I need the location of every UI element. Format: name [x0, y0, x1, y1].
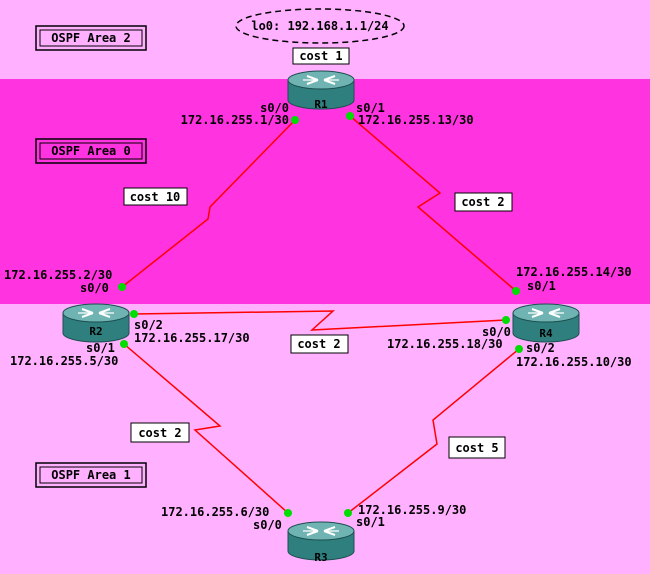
- link-r2-r4: [133, 310, 507, 331]
- r1-s01-label: s0/1: [356, 101, 385, 115]
- port-r1-s00: [291, 116, 299, 124]
- cost-box-r1-r2: cost 10: [123, 187, 188, 206]
- r2-s00-ip: 172.16.255.2/30: [4, 268, 112, 282]
- area-1-label: OSPF Area 1: [35, 462, 147, 488]
- r1-s00-ip: 172.16.255.1/30: [181, 113, 289, 127]
- r4-s02-ip: 172.16.255.10/30: [516, 355, 632, 369]
- r3-s01-label: s0/1: [356, 515, 385, 529]
- port-r1-s01: [346, 112, 354, 120]
- area-2-background: [0, 0, 650, 79]
- link-r1-r2: [121, 119, 296, 288]
- r1-s00-label: s0/0: [260, 101, 289, 115]
- link-r4-r3: [347, 348, 520, 514]
- area-0-label: OSPF Area 0: [35, 138, 147, 164]
- area-2-label: OSPF Area 2: [35, 25, 147, 51]
- r3-s00-label: s0/0: [253, 518, 282, 532]
- cost-label: cost 2: [461, 195, 504, 209]
- r2-s00-label: s0/0: [80, 281, 109, 295]
- port-r2-s02: [130, 310, 138, 318]
- port-r3-s01: [344, 509, 352, 517]
- link-r1-r4: [349, 115, 517, 292]
- area-2-text: OSPF Area 2: [51, 31, 130, 45]
- cost-label: cost 10: [130, 190, 181, 204]
- port-r4-s00: [502, 316, 510, 324]
- r4-s00-label: s0/0: [482, 325, 511, 339]
- r1-s01-ip: 172.16.255.13/30: [358, 113, 474, 127]
- cost-box-r2-r3: cost 2: [130, 422, 190, 443]
- router-r2-label: R2: [89, 325, 102, 338]
- port-r4-s01: [512, 287, 520, 295]
- link-r2-r3: [123, 343, 289, 514]
- r2-s02-ip: 172.16.255.17/30: [134, 331, 250, 345]
- area-0-text: OSPF Area 0: [51, 144, 130, 158]
- port-r2-s01: [120, 340, 128, 348]
- area-0-background: [0, 79, 650, 304]
- r2-s02-label: s0/2: [134, 318, 163, 332]
- r2-s01-ip: 172.16.255.5/30: [10, 354, 118, 368]
- loopback-cloud: lo0: 192.168.1.1/24: [235, 8, 405, 44]
- cost-label: cost 2: [297, 337, 340, 351]
- r3-s01-ip: 172.16.255.9/30: [358, 503, 466, 517]
- r4-s01-ip: 172.16.255.14/30: [516, 265, 632, 279]
- r4-s00-ip: 172.16.255.18/30: [387, 337, 503, 351]
- cost-box-r2-r4: cost 2: [290, 334, 349, 354]
- port-r4-s02: [515, 345, 523, 353]
- router-r1-label: R1: [314, 98, 328, 111]
- port-r2-s00: [118, 283, 126, 291]
- port-r3-s00: [284, 509, 292, 517]
- cost-box-r1-r4: cost 2: [454, 192, 513, 212]
- r4-s01-label: s0/1: [527, 279, 556, 293]
- loopback-text: lo0: 192.168.1.1/24: [251, 19, 388, 33]
- cost-box-r3-r4: cost 5: [448, 436, 506, 459]
- cost-label: cost 2: [138, 426, 181, 440]
- cost-box-r1-loopback: cost 1: [292, 47, 350, 65]
- router-r3[interactable]: R3: [287, 521, 355, 564]
- router-r2[interactable]: R2: [62, 303, 130, 343]
- cost-label: cost 5: [455, 441, 498, 455]
- area-1-text: OSPF Area 1: [51, 468, 130, 482]
- router-r4-label: R4: [539, 327, 553, 340]
- r3-s00-ip: 172.16.255.6/30: [161, 505, 269, 519]
- router-r1[interactable]: R1: [287, 70, 355, 111]
- cost-label: cost 1: [299, 49, 342, 63]
- router-r3-label: R3: [314, 551, 327, 564]
- r2-s01-label: s0/1: [86, 341, 115, 355]
- router-r4[interactable]: R4: [512, 303, 580, 343]
- r4-s02-label: s0/2: [526, 341, 555, 355]
